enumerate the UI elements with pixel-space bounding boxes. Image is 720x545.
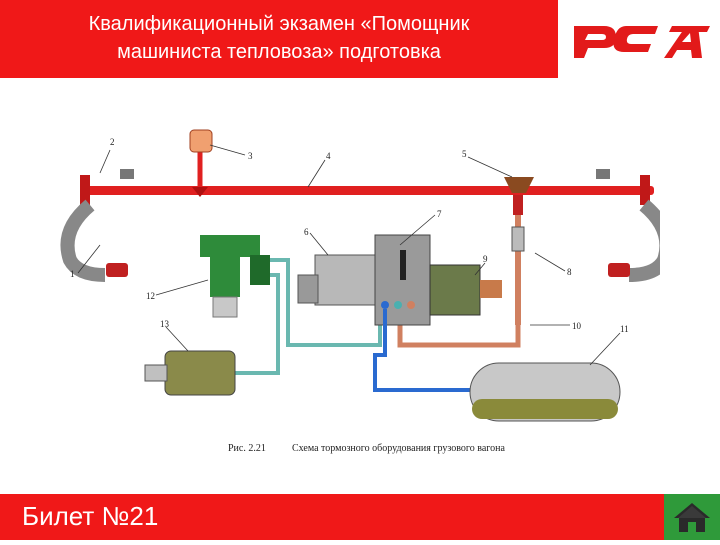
label-11: 11 bbox=[620, 324, 629, 334]
ticket-label: Билет №21 bbox=[22, 498, 158, 534]
label-12: 12 bbox=[146, 291, 155, 301]
cylinder-6 bbox=[315, 255, 375, 305]
brake-cylinder-13 bbox=[165, 351, 235, 395]
home-button[interactable] bbox=[664, 494, 720, 540]
label-1: 1 bbox=[70, 269, 75, 279]
title-line-1: Квалификационный экзамен «Помощник bbox=[8, 10, 550, 38]
home-icon bbox=[664, 494, 720, 540]
air-distributor-12 bbox=[200, 235, 260, 257]
end-valve-left bbox=[120, 169, 134, 179]
brake-pipe bbox=[82, 186, 654, 195]
label-3: 3 bbox=[248, 151, 253, 161]
brake-system-diagram: 1 2 3 4 5 6 7 8 9 10 11 12 13 Рис. 2.21 … bbox=[60, 115, 660, 475]
label-6: 6 bbox=[304, 227, 309, 237]
reservoir-valve-3 bbox=[190, 130, 212, 152]
label-10: 10 bbox=[572, 321, 582, 331]
label-13: 13 bbox=[160, 319, 170, 329]
label-9: 9 bbox=[483, 254, 488, 264]
rzd-logo-icon bbox=[564, 0, 720, 78]
page-title: Квалификационный экзамен «Помощник машин… bbox=[8, 10, 550, 66]
label-4: 4 bbox=[326, 151, 331, 161]
disconnect-cock-8 bbox=[512, 227, 524, 251]
hose-left bbox=[68, 205, 106, 275]
figure-number: Рис. 2.21 bbox=[228, 443, 266, 454]
main-part-9 bbox=[430, 265, 480, 315]
end-valve-right bbox=[596, 169, 610, 179]
label-2: 2 bbox=[110, 137, 115, 147]
header-bar: Квалификационный экзамен «Помощник машин… bbox=[0, 0, 558, 78]
coupling-head-right bbox=[608, 263, 630, 277]
hose-right bbox=[629, 205, 660, 275]
rzd-logo bbox=[564, 0, 720, 78]
label-5: 5 bbox=[462, 149, 467, 159]
label-7: 7 bbox=[437, 209, 442, 219]
footer-bar: Билет №21 bbox=[0, 494, 664, 540]
figure-caption: Схема тормозного оборудования грузового … bbox=[292, 443, 505, 454]
brake-schematic: 1 2 3 4 5 6 7 8 9 10 11 12 13 Рис. 2.21 … bbox=[60, 115, 660, 475]
coupling-head-left bbox=[106, 263, 128, 277]
label-8: 8 bbox=[567, 267, 572, 277]
title-line-2: машиниста тепловоза» подготовка bbox=[8, 38, 550, 66]
